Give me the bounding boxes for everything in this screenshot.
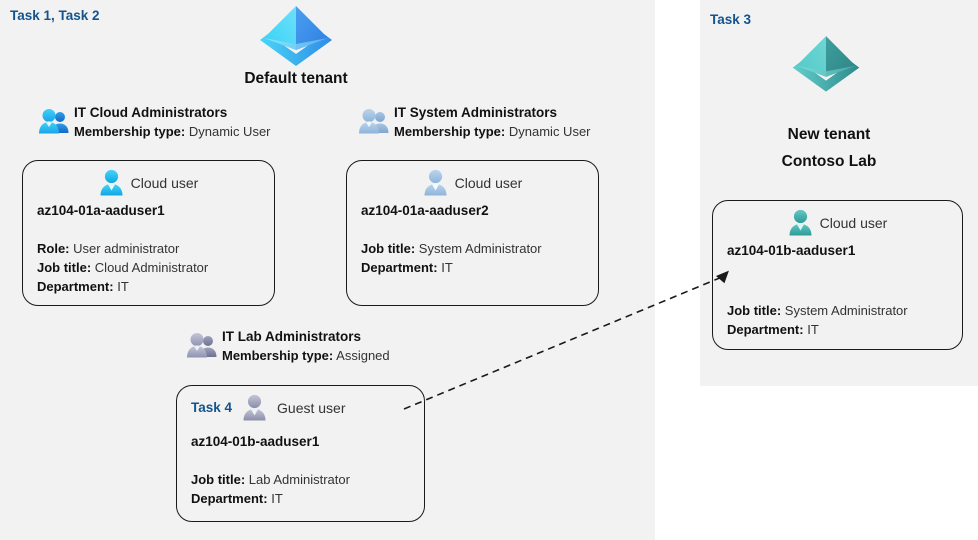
new-tenant-icon [789,34,863,92]
card-user-type-label: Cloud user [130,174,199,191]
group-membership-value: Dynamic User [188,124,271,139]
card-user-type-row: Cloud user [713,209,962,236]
user-card-az104-01b-aaduser1-cloud[interactable]: Cloud user az104-01b-aaduser1 Job title:… [712,200,963,350]
group-name: IT Lab Administrators [222,329,362,344]
default-tenant-title: Default tenant [244,70,348,87]
card-prop-value: IT [117,279,129,294]
card-prop-value: IT [441,260,453,275]
card-prop-job-title: Job title: System Administrator [361,239,542,258]
card-prop-label: Department: [191,491,268,506]
group-membership-type: Membership type: Dynamic User [74,122,271,141]
card-user-type-row: Task 4 Guest user [177,394,424,421]
card-properties: Role: User administrator Job title: Clou… [37,239,208,296]
card-prop-value: System Administrator [784,303,908,318]
card-prop-department: Department: IT [191,489,350,508]
card-prop-value: IT [271,491,283,506]
group-it-system-administrators: IT System Administrators Membership type… [358,104,591,141]
card-user-type-row: Cloud user [347,169,598,196]
new-tenant-title-line1: New tenant [787,126,871,143]
card-prop-department: Department: IT [727,320,908,339]
guest-user-icon [242,394,267,421]
group-membership-type: Membership type: Dynamic User [394,122,591,141]
card-prop-label: Job title: [37,260,92,275]
group-it-cloud-administrators: IT Cloud Administrators Membership type:… [38,104,271,141]
task-label-right: Task 3 [710,12,752,27]
card-prop-value: IT [807,322,819,337]
card-username: az104-01a-aaduser1 [37,203,165,218]
group-membership-label: Membership type: [394,124,506,139]
card-properties: Job title: Lab Administrator Department:… [191,470,350,508]
card-prop-value: User administrator [73,241,180,256]
default-tenant-icon [256,4,336,66]
group-membership-type: Membership type: Assigned [222,346,390,365]
card-prop-department: Department: IT [37,277,208,296]
card-user-type-row: Cloud user [23,169,274,196]
card-prop-label: Department: [727,322,804,337]
cloud-user-icon [788,209,813,236]
card-username: az104-01b-aaduser1 [191,434,320,449]
group-membership-label: Membership type: [74,124,186,139]
user-card-az104-01a-aaduser2[interactable]: Cloud user az104-01a-aaduser2 Job title:… [346,160,599,306]
new-tenant-title-line2: Contoso Lab [781,153,877,170]
card-prop-job-title: Job title: System Administrator [727,301,908,320]
group-name: IT System Administrators [394,105,558,120]
card-prop-value: System Administrator [418,241,542,256]
card-prop-department: Department: IT [361,258,542,277]
group-users-icon [186,332,217,358]
user-card-az104-01b-aaduser1-guest[interactable]: Task 4 Guest user az104-01b-aaduser1 Job… [176,385,425,522]
card-prop-label: Job title: [361,241,416,256]
card-prop-label: Job title: [727,303,782,318]
card-prop-label: Department: [37,279,114,294]
card-prop-label: Job title: [191,472,246,487]
card-prop-value: Lab Administrator [248,472,350,487]
card-user-type-label: Cloud user [454,174,523,191]
card-username: az104-01b-aaduser1 [727,243,856,258]
card-prop-label: Department: [361,260,438,275]
cloud-user-icon [99,169,124,196]
group-membership-label: Membership type: [222,348,334,363]
card-prop-role: Role: User administrator [37,239,208,258]
card-properties: Job title: System Administrator Departme… [727,301,908,339]
card-user-type-label: Guest user [277,399,346,416]
user-card-az104-01a-aaduser1[interactable]: Cloud user az104-01a-aaduser1 Role: User… [22,160,275,306]
card-prop-label: Role: [37,241,70,256]
card-prop-job-title: Job title: Lab Administrator [191,470,350,489]
card-task-label: Task 4 [191,400,233,415]
card-prop-value: Cloud Administrator [94,260,209,275]
card-properties: Job title: System Administrator Departme… [361,239,542,277]
group-users-icon [358,108,389,134]
card-username: az104-01a-aaduser2 [361,203,489,218]
group-name: IT Cloud Administrators [74,105,228,120]
task-label-left: Task 1, Task 2 [10,8,100,23]
group-membership-value: Dynamic User [508,124,591,139]
card-prop-job-title: Job title: Cloud Administrator [37,258,208,277]
cloud-user-icon [423,169,448,196]
group-membership-value: Assigned [336,348,390,363]
group-users-icon [38,108,69,134]
card-user-type-label: Cloud user [819,214,888,231]
group-it-lab-administrators: IT Lab Administrators Membership type: A… [186,328,390,365]
